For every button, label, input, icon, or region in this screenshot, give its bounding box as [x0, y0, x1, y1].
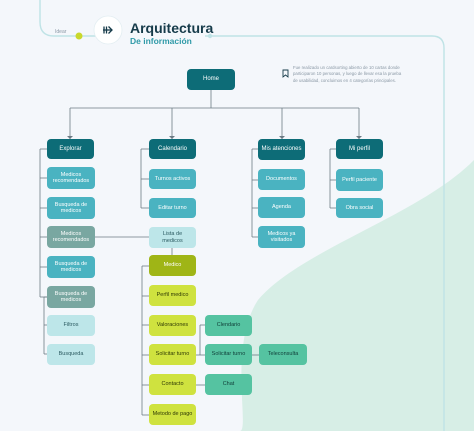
- page-subtitle: De información: [130, 36, 192, 46]
- connector-arrowheads: [67, 136, 362, 139]
- node-clendario[interactable]: Clendario: [205, 315, 252, 336]
- node-turnos-activos[interactable]: Turnos activos: [149, 169, 196, 189]
- progress-line: [39, 0, 100, 37]
- node-medicos-recomendados-2[interactable]: Medicos recomendados: [47, 226, 95, 248]
- node-medicos-ya-visitados[interactable]: Medicos ya visitados: [258, 226, 305, 248]
- flow-arrow-icon: [101, 23, 115, 37]
- node-perfil-paciente[interactable]: Perfil paciente: [336, 169, 383, 191]
- node-mis-atenciones[interactable]: Mis atenciones: [258, 139, 305, 160]
- node-busqueda[interactable]: Busqueda: [47, 344, 95, 365]
- node-editar-turno[interactable]: Editar turno: [149, 198, 196, 218]
- node-contacto[interactable]: Contacto: [149, 374, 196, 395]
- node-valoraciones[interactable]: Valoraciones: [149, 315, 196, 336]
- node-obra-social[interactable]: Obra social: [336, 198, 383, 218]
- node-home[interactable]: Home: [187, 69, 235, 90]
- node-chat[interactable]: Chat: [205, 374, 252, 395]
- node-calendario[interactable]: Calendario: [149, 139, 196, 159]
- node-explorar[interactable]: Explorar: [47, 139, 94, 159]
- node-documentos[interactable]: Documentos: [258, 169, 305, 190]
- node-busqueda-de-medicos-3[interactable]: Busqueda de medicos: [47, 286, 95, 308]
- node-filtros[interactable]: Filtros: [47, 315, 95, 336]
- node-mi-perfil[interactable]: Mi perfil: [336, 139, 383, 159]
- note-text: Fue realizado un cardsorting abierto de …: [293, 65, 402, 83]
- node-medico[interactable]: Medico: [149, 255, 196, 276]
- stage-label: Idear: [55, 29, 67, 35]
- progress-dot: [207, 33, 213, 39]
- connector-lines: [39, 90, 360, 416]
- node-perfil-medico[interactable]: Perfil medico: [149, 285, 196, 306]
- node-teleconsulta[interactable]: Teleconsulta: [259, 344, 307, 365]
- node-agenda[interactable]: Agenda: [258, 197, 305, 218]
- bookmark-icon: [282, 65, 289, 78]
- page-title: Arquitectura: [130, 20, 214, 36]
- node-busqueda-de-medicos-2[interactable]: Busqueda de medicos: [47, 256, 95, 278]
- node-solicitar-turno-2[interactable]: Solicitar turno: [205, 344, 252, 365]
- node-medicos-recomendados[interactable]: Medicos recomendados: [47, 167, 95, 189]
- node-lista-de-medicos[interactable]: Lista de medicos: [149, 227, 196, 248]
- progress-dot: [75, 32, 83, 40]
- node-metodo-de-pago[interactable]: Metodo de pago: [149, 404, 196, 425]
- progress-line: [431, 35, 445, 431]
- node-solicitar-turno[interactable]: Solicitar turno: [149, 344, 196, 365]
- node-busqueda-de-medicos[interactable]: Busqueda de medicos: [47, 197, 95, 219]
